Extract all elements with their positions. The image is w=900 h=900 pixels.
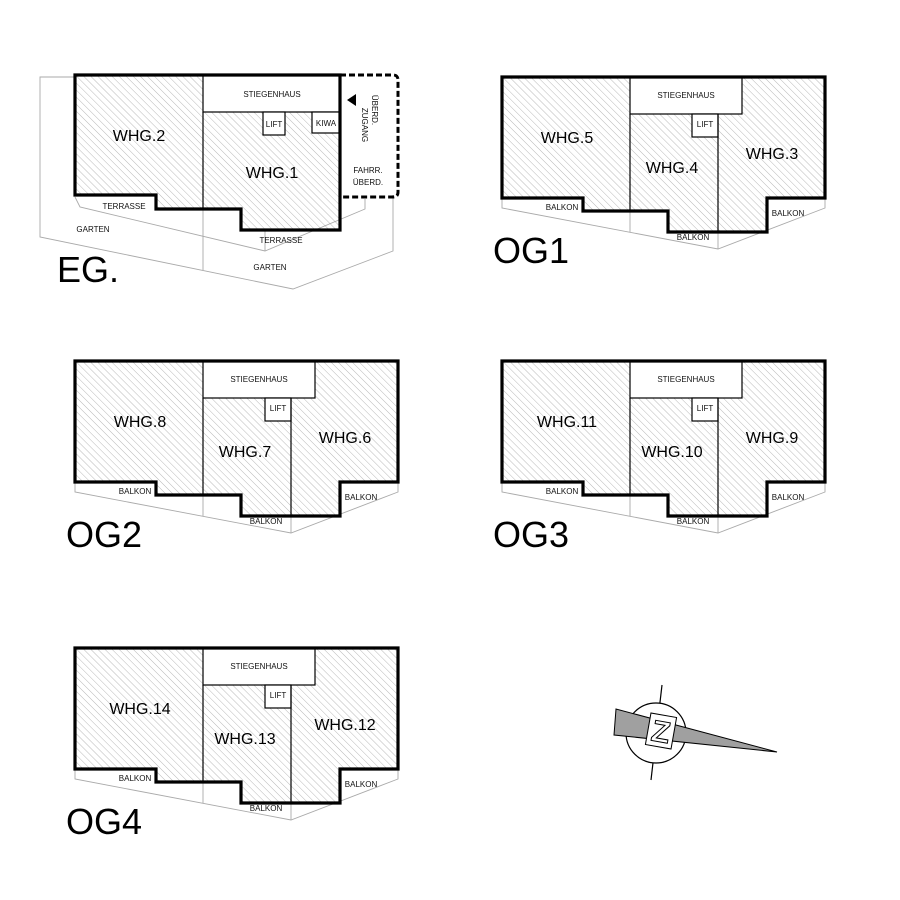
unit-label: WHG.4 bbox=[646, 160, 699, 177]
balkon-label: BALKON bbox=[345, 780, 378, 789]
lift-label: LIFT bbox=[697, 120, 714, 129]
unit-area bbox=[502, 77, 825, 232]
outer-wall bbox=[500, 359, 827, 518]
floor-label: OG2 bbox=[66, 514, 142, 555]
stiegenhaus-room bbox=[202, 647, 316, 686]
balkon-label: BALKON bbox=[677, 233, 710, 242]
balkon-label: BALKON bbox=[677, 517, 710, 526]
floor-label: OG3 bbox=[493, 514, 569, 555]
floor-plan-og3: WHG.11 WHG.10 WHG.9 STIEGENHAUS LIFT BAL… bbox=[493, 359, 827, 555]
compass-letter-box bbox=[644, 712, 678, 750]
unit-label: WHG.2 bbox=[113, 128, 166, 145]
outer-wall bbox=[500, 75, 827, 234]
zugang-label-2: ÜBERD. bbox=[370, 95, 379, 125]
garten-label: GARTEN bbox=[76, 225, 109, 234]
floor-label-eg: EG. bbox=[57, 249, 119, 290]
floor-label: OG1 bbox=[493, 230, 569, 271]
unit-label: WHG.9 bbox=[746, 430, 799, 447]
floor-plan-og2: WHG.8 WHG.7 WHG.6 STIEGENHAUS LIFT BALKO… bbox=[66, 359, 400, 555]
balkon-label: BALKON bbox=[546, 203, 579, 212]
floor-label: OG4 bbox=[66, 801, 142, 842]
floor-plan-og4: WHG.14 WHG.13 WHG.12 STIEGENHAUS LIFT BA… bbox=[66, 646, 400, 842]
unit-area-whg2 bbox=[75, 75, 203, 209]
unit-area bbox=[75, 361, 398, 516]
unit-label: WHG.11 bbox=[537, 414, 597, 431]
stiegenhaus-label: STIEGENHAUS bbox=[243, 90, 300, 99]
unit-label: WHG.10 bbox=[641, 444, 702, 461]
balkon-label: BALKON bbox=[772, 493, 805, 502]
covered-area-outline bbox=[340, 73, 400, 199]
unit-label: WHG.13 bbox=[214, 731, 275, 748]
lift-room bbox=[262, 111, 286, 136]
unit-area-whg1 bbox=[203, 112, 340, 230]
outer-wall bbox=[73, 73, 342, 232]
zugang-label: ZUGANG bbox=[360, 108, 369, 142]
balkon-label: BALKON bbox=[119, 774, 152, 783]
fahrrad-label: FAHRR. bbox=[353, 166, 382, 175]
north-compass: Z bbox=[613, 684, 778, 781]
outer-wall bbox=[73, 359, 400, 518]
stiegenhaus-room bbox=[629, 360, 743, 399]
stiegenhaus-room bbox=[629, 76, 743, 115]
balkon-label: BALKON bbox=[546, 487, 579, 496]
floor-plan-og1: WHG.5 WHG.4 WHG.3 STIEGENHAUS LIFT BALKO… bbox=[493, 75, 827, 271]
balkon-label: BALKON bbox=[772, 209, 805, 218]
stiegenhaus-label: STIEGENHAUS bbox=[657, 375, 714, 384]
balkon-label: BALKON bbox=[119, 487, 152, 496]
stiegenhaus-label: STIEGENHAUS bbox=[230, 662, 287, 671]
unit-label: WHG.12 bbox=[314, 717, 375, 734]
unit-label: WHG.14 bbox=[109, 701, 170, 718]
balkon-label: BALKON bbox=[345, 493, 378, 502]
unit-area bbox=[502, 361, 825, 516]
stiegenhaus-label: STIEGENHAUS bbox=[657, 91, 714, 100]
balkon-label: BALKON bbox=[250, 517, 283, 526]
lift-label: LIFT bbox=[266, 120, 283, 129]
outer-wall bbox=[73, 646, 400, 805]
fahrrad-label-2: ÜBERD. bbox=[353, 178, 383, 187]
garten-outline bbox=[39, 76, 394, 290]
terrasse-label: TERRASSE bbox=[259, 236, 302, 245]
entrance-arrow-icon bbox=[347, 94, 356, 106]
stiegenhaus-room bbox=[202, 360, 316, 399]
terrasse-label: TERRASSE bbox=[102, 202, 145, 211]
unit-label: WHG.8 bbox=[114, 414, 167, 431]
unit-label: WHG.3 bbox=[746, 146, 799, 163]
floor-plan-eg: WHG.2 WHG.1 STIEGENHAUS LIFT KIWA ZUGANG… bbox=[39, 73, 400, 290]
unit-label: WHG.6 bbox=[319, 430, 372, 447]
lift-label: LIFT bbox=[270, 691, 287, 700]
balkon-label: BALKON bbox=[250, 804, 283, 813]
lift-label: LIFT bbox=[270, 404, 287, 413]
garten-label: GARTEN bbox=[253, 263, 286, 272]
stiegenhaus-label: STIEGENHAUS bbox=[230, 375, 287, 384]
unit-area bbox=[75, 648, 398, 803]
unit-label: WHG.7 bbox=[219, 444, 272, 461]
unit-label: WHG.1 bbox=[246, 165, 299, 182]
unit-label: WHG.5 bbox=[541, 130, 594, 147]
kiwa-label: KIWA bbox=[316, 119, 337, 128]
lift-label: LIFT bbox=[697, 404, 714, 413]
